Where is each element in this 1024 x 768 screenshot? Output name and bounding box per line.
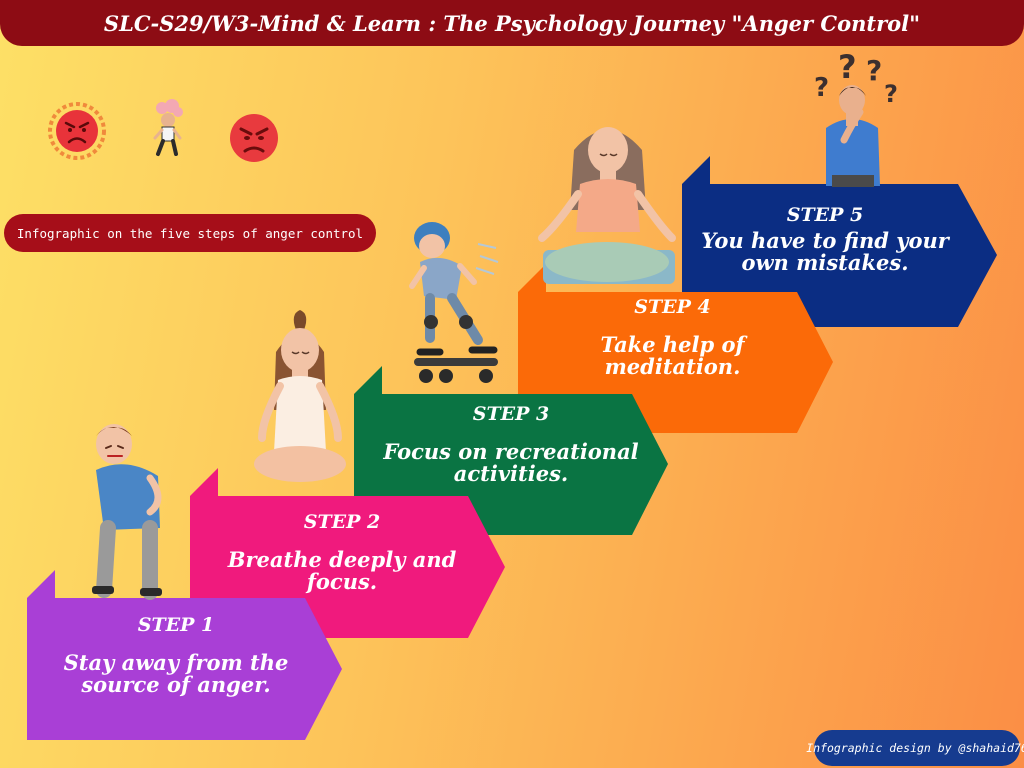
svg-text:?: ? (884, 80, 898, 108)
step-1-arrow (27, 570, 342, 740)
step-3-label: STEP 3 (472, 403, 550, 425)
step-1-description: Stay away from the source of anger. (63, 649, 289, 697)
credit-badge: Infographic design by @shahaid76 (806, 730, 1024, 766)
svg-text:?: ? (838, 48, 857, 86)
step-5-description: You have to find your own mistakes. (701, 227, 949, 275)
subtitle-pill: Infographic on the five steps of anger c… (4, 214, 376, 252)
meditating-woman-icon (538, 127, 676, 284)
stressed-man-icon (92, 424, 162, 600)
step-3-description: Focus on recreational activities. (383, 438, 639, 486)
credit-text: Infographic design by @shahaid76 (806, 741, 1024, 755)
step-5-text: STEP 5 You have to find your own mistake… (690, 204, 960, 275)
step-5-arrow (682, 156, 997, 327)
svg-text:?: ? (814, 73, 829, 103)
step-4-description: Take help of meditation. (600, 331, 745, 379)
step-2-label: STEP 2 (303, 511, 381, 533)
step-2-text: STEP 2 Breathe deeply and focus. (222, 511, 462, 594)
step-1-label: STEP 1 (137, 614, 215, 636)
step-2-arrow (190, 468, 505, 638)
step-2-description: Breathe deeply and focus. (227, 546, 457, 594)
question-marks-icon: ? ? ? ? (814, 48, 898, 108)
step-5-label: STEP 5 (786, 204, 864, 226)
svg-text:?: ? (866, 54, 882, 87)
title-bar: SLC-S29/W3-Mind & Learn : The Psychology… (0, 0, 1024, 46)
step-3-arrow (354, 366, 668, 535)
step-1-text: STEP 1 Stay away from the source of ange… (48, 614, 304, 697)
angry-face-icon (48, 102, 106, 160)
step-4-arrow (518, 264, 833, 433)
step-4-label: STEP 4 (634, 296, 711, 318)
angry-face-icon (230, 114, 278, 162)
skateboarder-icon (409, 222, 499, 383)
meditating-girl-icon (254, 310, 346, 482)
step-3-text: STEP 3 Focus on recreational activities. (352, 403, 670, 486)
subtitle: Infographic on the five steps of anger c… (16, 225, 364, 241)
exploding-head-icon (153, 99, 183, 156)
step-4-text: STEP 4 Take help of meditation. (560, 296, 785, 379)
page-title: SLC-S29/W3-Mind & Learn : The Psychology… (103, 10, 921, 36)
thinking-man-icon (826, 85, 880, 187)
